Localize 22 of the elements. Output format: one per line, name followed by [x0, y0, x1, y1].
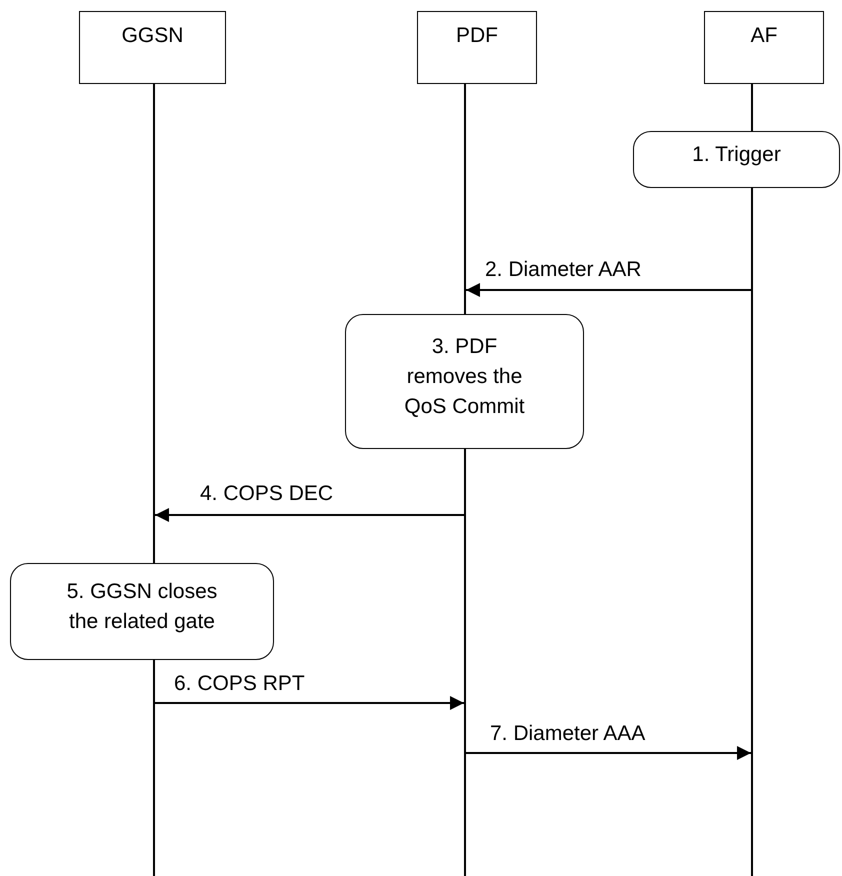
message-arrow	[155, 508, 464, 522]
process-box	[345, 314, 584, 449]
node-text: 5. GGSN closes the related gate	[66, 578, 218, 634]
entity-box	[79, 11, 226, 84]
node-text: 3. PDF removes the QoS Commit	[403, 334, 526, 420]
lifeline	[464, 449, 466, 876]
message-arrow	[155, 696, 464, 710]
lifeline	[751, 188, 753, 876]
node-text: PDF	[456, 23, 498, 49]
lifeline	[751, 84, 753, 131]
entity-box	[704, 11, 824, 84]
message-arrow	[466, 283, 751, 297]
process-box	[10, 563, 274, 660]
node-text: AF	[750, 23, 778, 49]
node-text: 1. Trigger	[692, 142, 781, 168]
message-arrow	[466, 746, 751, 760]
lifeline	[464, 84, 466, 314]
lifeline	[153, 84, 155, 563]
lifeline	[153, 660, 155, 876]
node-text: GGSN	[122, 23, 184, 49]
process-box	[633, 131, 840, 188]
entity-box	[417, 11, 537, 84]
